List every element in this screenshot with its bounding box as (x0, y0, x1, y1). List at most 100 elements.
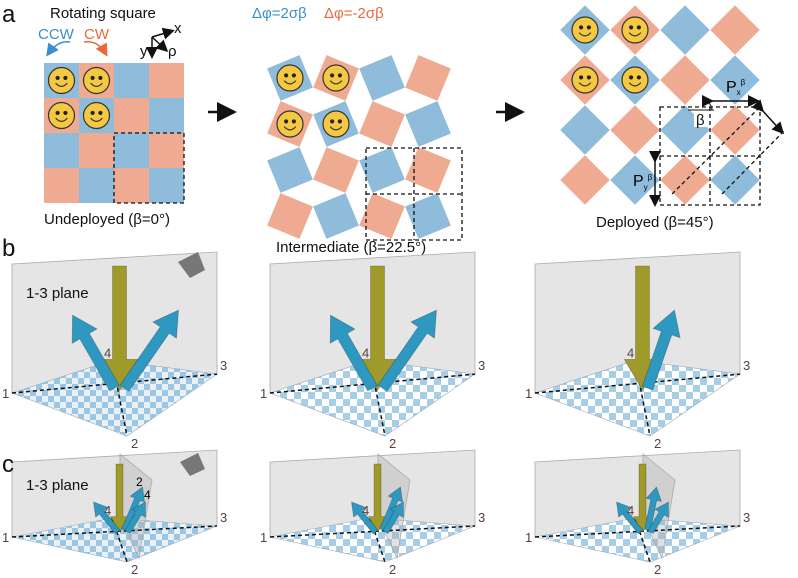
smiley-icon (47, 66, 76, 95)
eye (629, 75, 634, 80)
eye (636, 75, 641, 80)
undeployed-grid (44, 63, 184, 203)
rotating-square (359, 101, 405, 147)
eye (586, 25, 591, 30)
rotating-square-title: Rotating square (50, 5, 156, 22)
mouth (90, 117, 103, 122)
eye (98, 75, 103, 80)
mouth (628, 82, 642, 87)
light-source-icon (178, 252, 205, 278)
rotating-square (660, 55, 710, 105)
corner-label-1: 1 (525, 530, 532, 545)
axis-rho-label: ρ (168, 43, 177, 60)
axis-y-label: y (140, 43, 148, 60)
rotating-square (405, 147, 451, 193)
eye (63, 110, 68, 115)
axis-x-label: x (174, 20, 182, 37)
mouth (628, 32, 642, 37)
py-label: Pyβ (633, 173, 653, 192)
corner-label-2: 2 (131, 436, 138, 451)
rotating-square (313, 193, 359, 239)
undeployed-label: Undeployed (β=0°) (44, 211, 170, 228)
eye (629, 25, 634, 30)
face (276, 110, 304, 138)
axis-1-3 (269, 525, 476, 538)
mouth (90, 82, 103, 87)
eye (55, 110, 60, 115)
wave-arrow-icon (644, 486, 663, 532)
rotating-square (405, 193, 451, 239)
corner-label-4: 4 (627, 503, 634, 518)
ccw-arrow-icon (46, 40, 71, 57)
rotating-square (405, 55, 451, 101)
eye (579, 75, 584, 80)
corner-label-1: 1 (2, 530, 9, 545)
rotating-square (359, 193, 405, 239)
wave-arrow-icon (124, 501, 146, 535)
face (47, 101, 76, 130)
eye (90, 75, 95, 80)
face (571, 16, 599, 44)
rotating-square (267, 193, 313, 239)
smiley-icon (322, 110, 350, 138)
eye (330, 119, 335, 124)
rotating-square (79, 168, 114, 203)
eye (291, 119, 296, 124)
wave-arrow-icon (641, 309, 681, 391)
corner-label-4: 4 (104, 503, 111, 518)
unit-cell-outline (113, 106, 786, 241)
corner-label-1: 1 (2, 386, 9, 401)
rotating-square (405, 101, 451, 147)
eye (337, 119, 342, 124)
eye (55, 75, 60, 80)
face (322, 64, 350, 92)
rotating-square (79, 133, 114, 168)
corner-label-2: 2 (131, 562, 138, 577)
wave-arrow-icon (119, 309, 179, 392)
cw-label: CW (84, 26, 110, 43)
rotating-square (114, 98, 149, 133)
intermediate-grid (267, 55, 451, 239)
corner-label-1: 1 (260, 530, 267, 545)
corner-label-3: 3 (478, 510, 485, 525)
corner-label-4: 4 (104, 345, 111, 360)
smiley-icon (322, 64, 350, 92)
ccw-label: CCW (38, 26, 75, 43)
eye (586, 75, 591, 80)
face (82, 66, 111, 95)
eye (284, 119, 289, 124)
smiley-icon (82, 66, 111, 95)
axis-2-4 (634, 360, 651, 437)
rotating-square (359, 55, 405, 101)
rotating-square (710, 105, 760, 155)
eye (98, 110, 103, 115)
face (621, 16, 649, 44)
beta-label: β (696, 112, 705, 129)
cw-arrow-icon (83, 40, 108, 57)
face (276, 64, 304, 92)
smiley-icon (571, 16, 599, 44)
wave-arrow-icon (647, 501, 669, 535)
panel-b-label: b (2, 235, 15, 262)
smiley-icon (276, 64, 304, 92)
corner-label-3: 3 (478, 358, 485, 373)
rotating-square (560, 155, 610, 205)
eye (330, 73, 335, 78)
corner-label-2: 2 (654, 562, 661, 577)
wave-arrow-icon (377, 309, 437, 392)
corner-label-2: 2 (389, 436, 396, 451)
axes-icon (146, 27, 175, 59)
corner-label-3: 3 (220, 510, 227, 525)
rotating-square (313, 147, 359, 193)
axis-1-3 (269, 373, 476, 394)
face (621, 66, 649, 94)
delta-pos-label: Δφ=2σβ (252, 5, 307, 22)
wave-arrow-icon (616, 501, 644, 535)
rotating-square (149, 133, 184, 168)
corner-label-3: 3 (743, 510, 750, 525)
rotating-square (44, 133, 79, 168)
axis-1-3 (11, 373, 218, 394)
smiley-icon (47, 101, 76, 130)
